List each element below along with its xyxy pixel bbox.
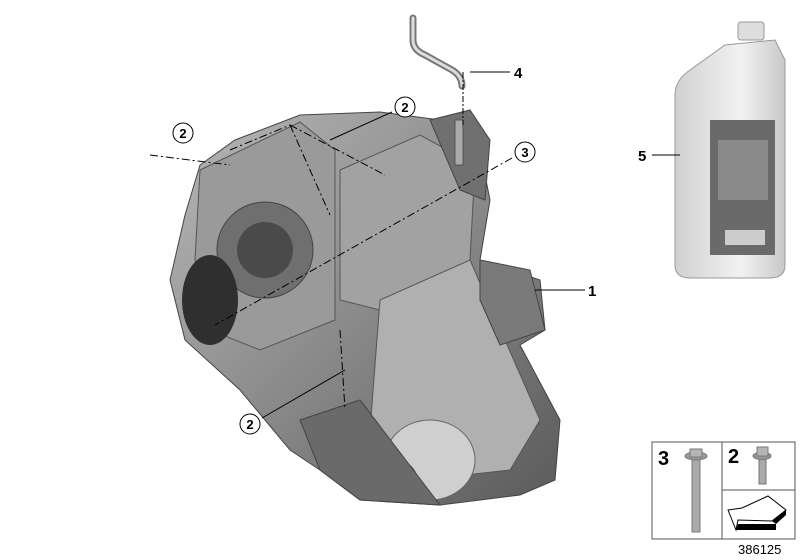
legend-box: 3 2 [651, 441, 796, 540]
callout-2-left[interactable]: 2 [172, 122, 194, 144]
callout-2-bottom[interactable]: 2 [239, 413, 261, 435]
oil-bottle[interactable] [674, 21, 786, 279]
leader-lines [149, 71, 680, 419]
svg-text:3: 3 [658, 448, 669, 470]
vent-tube[interactable] [409, 14, 466, 166]
svg-text:2: 2 [246, 417, 253, 432]
callout-3[interactable]: 3 [514, 141, 536, 163]
svg-text:2: 2 [401, 100, 408, 115]
callout-5[interactable]: 5 [638, 148, 646, 165]
transfer-case[interactable] [169, 109, 561, 506]
callout-4[interactable]: 4 [514, 65, 523, 82]
svg-text:4: 4 [514, 65, 523, 82]
callout-1[interactable]: 1 [588, 283, 596, 300]
svg-text:2: 2 [728, 446, 739, 468]
long-bolt-icon [684, 448, 708, 533]
svg-text:3: 3 [521, 145, 528, 160]
svg-text:1: 1 [588, 283, 596, 300]
short-bolt-icon [752, 446, 772, 485]
callout-2-top[interactable]: 2 [394, 96, 416, 118]
svg-text:2: 2 [179, 126, 186, 141]
diagram-id: 386125 [738, 542, 781, 557]
svg-text:5: 5 [638, 148, 646, 165]
direction-arrow-icon [727, 495, 787, 532]
